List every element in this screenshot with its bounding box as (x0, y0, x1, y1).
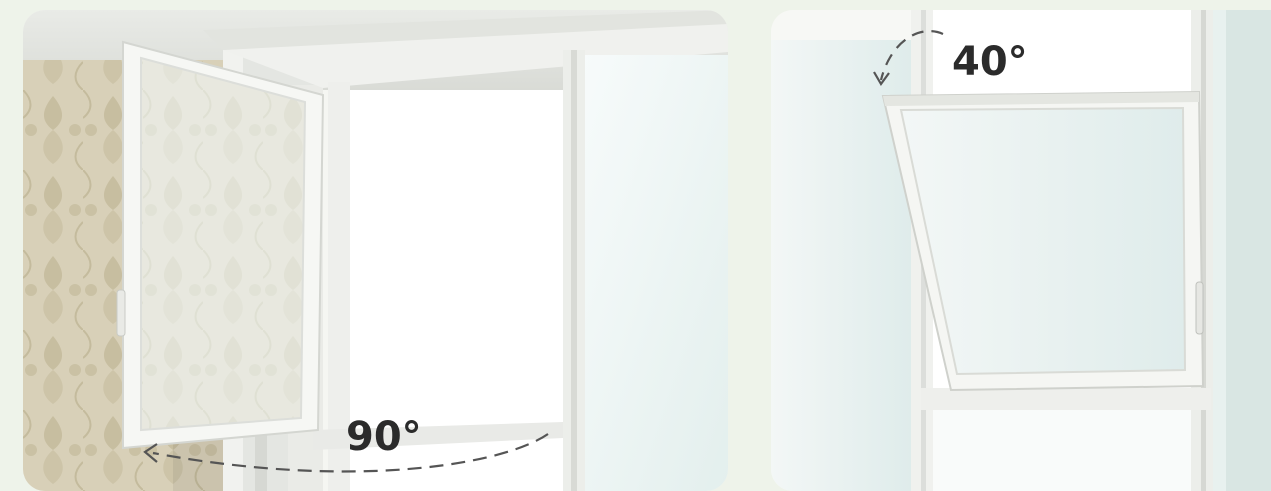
casement-window-image: 90° (23, 10, 728, 491)
opening-angle-label: 40° (952, 42, 1028, 82)
tilt-window-image: 40° (771, 10, 1271, 491)
opening-angle-label: 90° (346, 417, 422, 457)
